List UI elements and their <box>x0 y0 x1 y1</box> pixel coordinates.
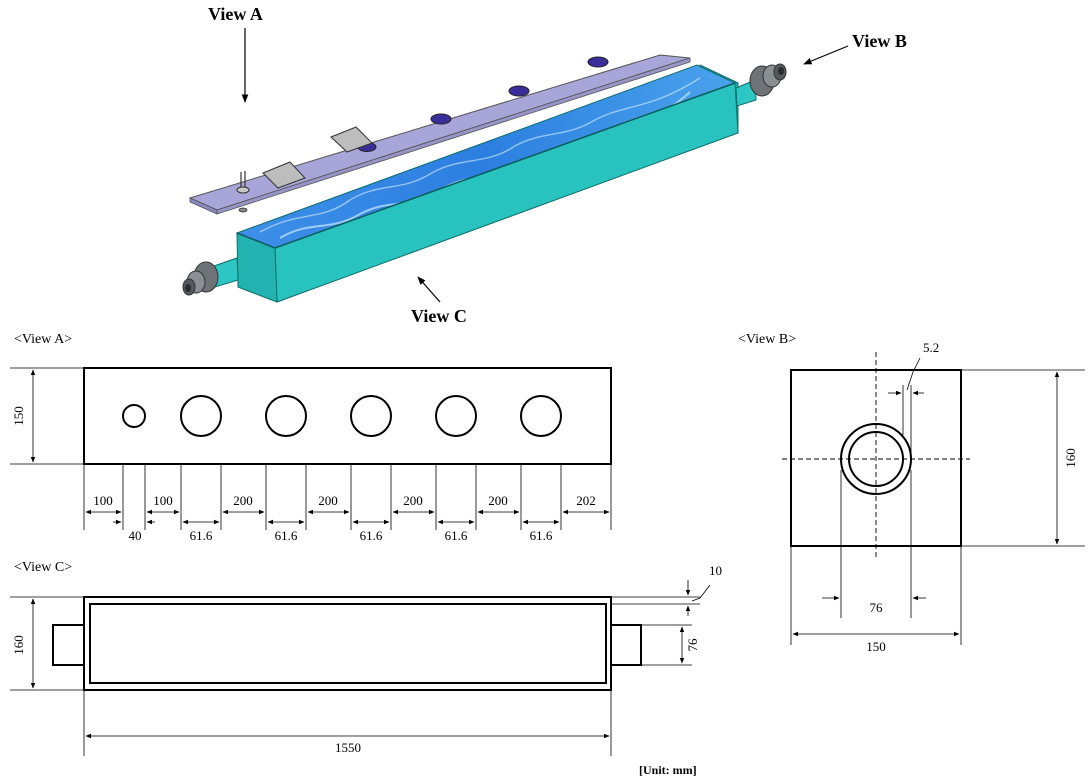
view-a-label: View A <box>208 4 263 24</box>
view-c-height-dim: 160 <box>11 635 26 655</box>
probe-icon <box>236 186 250 194</box>
view-a-hole <box>180 395 222 437</box>
left-pipe-fitting <box>182 257 239 296</box>
view-a-hole <box>435 395 477 437</box>
view-a-dim-top: 202 <box>576 493 596 508</box>
view-c-left-pipe <box>52 624 85 666</box>
view-a-hole <box>265 395 307 437</box>
view-c-tank-outer <box>83 596 612 691</box>
right-pipe-fitting <box>735 63 787 107</box>
view-a-dim-top: 200 <box>403 493 423 508</box>
lid-plate <box>188 54 691 215</box>
sensor-plate <box>330 126 373 153</box>
view-b-pipe-inner <box>848 431 904 487</box>
tank-body <box>235 64 739 303</box>
view-a-dim-top: 100 <box>93 493 113 508</box>
view-a-dim-top: 200 <box>318 493 338 508</box>
view-a-dim-bottom: 40 <box>129 528 142 543</box>
unit-note: [Unit: mm] <box>639 763 697 777</box>
view-b-height-dim: 160 <box>1063 448 1078 468</box>
view-b-drawing: <View B> 5.2 160 76 150 <box>738 332 1085 654</box>
view-c-arrow <box>417 276 441 303</box>
view-c-wall-dim: 10 <box>709 563 722 578</box>
sensor-plate <box>262 161 306 189</box>
view-b-pipe-dim: 76 <box>870 600 884 615</box>
view-a-hole <box>350 395 392 437</box>
view-a-hole <box>520 395 562 437</box>
view-a-dim-bottom: 61.6 <box>190 528 213 543</box>
view-c-length-dim: 1550 <box>335 740 361 755</box>
view-a-dim-bottom: 61.6 <box>360 528 383 543</box>
view-c-right-pipe <box>610 624 642 666</box>
view-c-label: View C <box>411 306 467 326</box>
view-a-dim-top: 200 <box>488 493 508 508</box>
isometric-view: View A View B View C <box>182 4 907 326</box>
view-c-drawing: <View C> 160 10 76 1550 [Unit: mm] <box>10 560 722 777</box>
view-a-dim-bottom: 61.6 <box>275 528 298 543</box>
view-b-width-dim: 150 <box>866 639 886 654</box>
view-c-title: <View C> <box>14 560 72 575</box>
view-a-drawing: <View A> 150 <box>10 332 612 543</box>
view-c-pipe-dim: 76 <box>685 638 700 652</box>
view-a-plate-outline <box>83 367 612 465</box>
view-a-dim-bottom: 61.6 <box>445 528 468 543</box>
lid-hole <box>430 113 452 125</box>
lid-hole <box>508 85 530 97</box>
view-b-arrow <box>803 45 849 65</box>
view-a-dim-top: 200 <box>233 493 253 508</box>
lid-hole <box>587 56 609 68</box>
view-b-wall-dim: 5.2 <box>923 340 939 355</box>
view-a-title: <View A> <box>14 332 72 347</box>
view-c-tank-inner <box>89 603 607 684</box>
view-b-label: View B <box>852 31 907 51</box>
view-a-dim-bottom: 61.6 <box>530 528 553 543</box>
view-a-small-hole <box>122 404 146 428</box>
view-a-dim-top: 100 <box>153 493 173 508</box>
view-b-title: <View B> <box>738 332 796 347</box>
view-a-height-dim: 150 <box>11 406 26 426</box>
